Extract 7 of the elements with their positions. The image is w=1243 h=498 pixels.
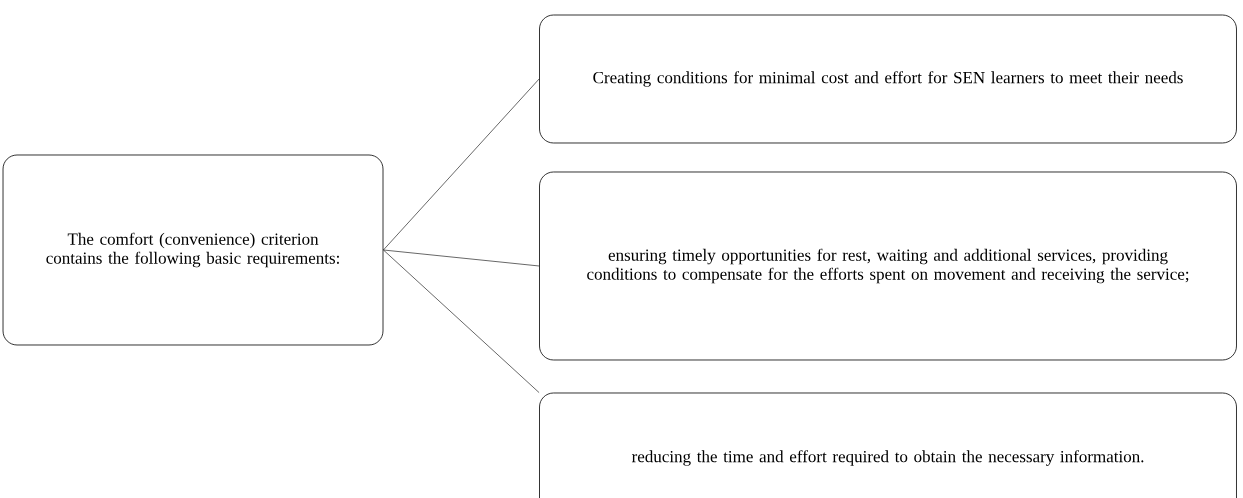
connector-line	[383, 249, 540, 267]
text-box: Creating conditions for minimal cost and effort for SEN learners to meet their needs	[539, 14, 1237, 144]
connector-line	[383, 249, 540, 393]
text-box: reducing the time and effort required to obtain the necessary information.	[539, 392, 1237, 498]
text-box: The comfort (convenience) criterion contains the following basic requirements:	[2, 154, 384, 346]
text-box: ensuring timely opportunities for rest, waiting and additional services, providing conditions to compensate for the efforts spent on movement and receiving the service;	[539, 171, 1237, 361]
connector-line	[383, 78, 540, 251]
